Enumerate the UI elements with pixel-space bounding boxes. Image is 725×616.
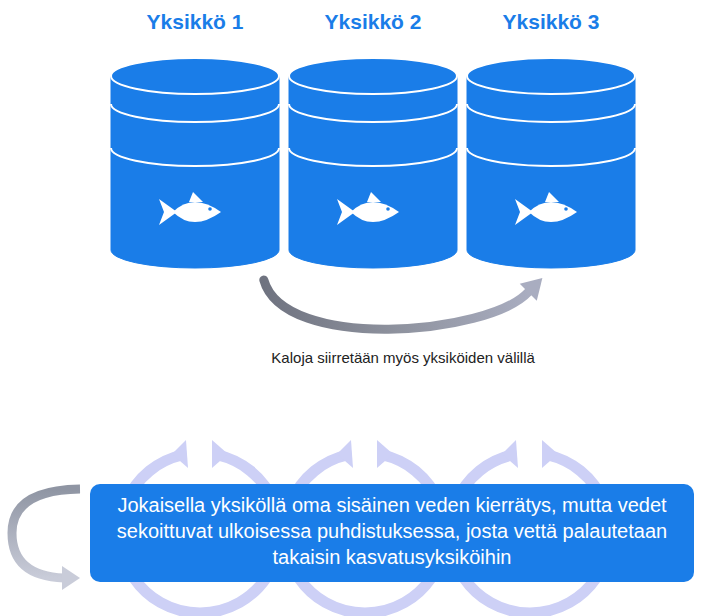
- fish-icon: [159, 192, 221, 225]
- unit-heading: Yksikkö 2: [287, 8, 459, 36]
- unit-heading: Yksikkö 1: [109, 8, 281, 36]
- fish-icon: [337, 192, 399, 225]
- tank-cylinder: [465, 56, 637, 270]
- tank-cylinder: [287, 56, 459, 270]
- return-arrow: [12, 489, 80, 578]
- tank-cylinder: [109, 56, 281, 270]
- transfer-arrow: [264, 278, 543, 329]
- return-arrow-head: [62, 566, 80, 590]
- tank-unit: Yksikkö 1: [109, 8, 281, 270]
- tank-unit: Yksikkö 3: [465, 8, 637, 270]
- fish-icon: [515, 192, 577, 225]
- info-band: Jokaisella yksiköllä oma sisäinen veden …: [90, 484, 694, 582]
- edge-label: Kaloja siirretään myös yksiköiden välill…: [268, 348, 537, 368]
- tank-unit: Yksikkö 2: [287, 8, 459, 270]
- band-text: Jokaisella yksiköllä oma sisäinen veden …: [104, 492, 680, 570]
- circular-arrow-heads: [172, 440, 558, 468]
- unit-heading: Yksikkö 3: [465, 8, 637, 36]
